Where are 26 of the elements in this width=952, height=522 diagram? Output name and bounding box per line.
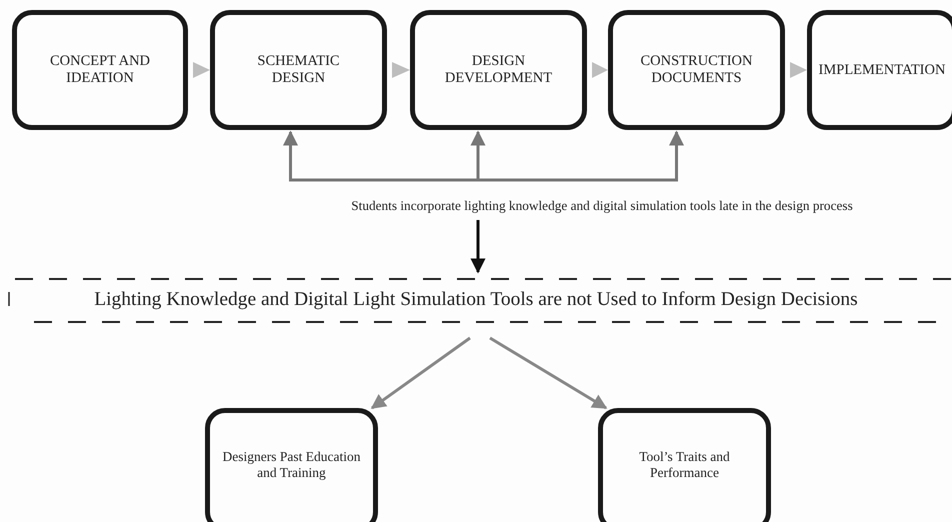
statement-text: Lighting Knowledge and Digital Light Simulation Tools are not Used to Inform Design Decisions bbox=[94, 288, 858, 312]
process-box bbox=[807, 10, 952, 130]
process-box bbox=[12, 10, 188, 130]
note-text: Students incorporate lighting knowledge and digital simulation tools late in the design process bbox=[351, 198, 853, 214]
arrow bbox=[478, 130, 684, 182]
arrow bbox=[470, 220, 486, 274]
box-label: Tool’s Traits and Performance bbox=[638, 449, 731, 481]
process-box bbox=[608, 10, 785, 130]
box-label: CONCEPT AND IDEATION bbox=[48, 53, 152, 87]
arrow bbox=[283, 130, 478, 182]
process-box bbox=[598, 408, 771, 522]
box-label: SCHEMATIC DESIGN bbox=[256, 53, 341, 87]
box-label: IMPLEMENTATION bbox=[818, 62, 946, 78]
chevron-arrow bbox=[790, 62, 807, 78]
chevron-arrow bbox=[193, 62, 210, 78]
process-box bbox=[410, 10, 587, 130]
chevron-arrow bbox=[392, 62, 410, 78]
box-label: CONSTRUCTION DOCUMENTS bbox=[640, 53, 754, 87]
arrow bbox=[489, 336, 608, 410]
arrow bbox=[370, 336, 471, 410]
box-label: Designers Past Education and Training bbox=[222, 449, 362, 481]
process-box bbox=[210, 10, 387, 130]
arrow bbox=[470, 130, 486, 180]
box-label: DESIGN DEVELOPMENT bbox=[444, 53, 554, 87]
chevron-arrow bbox=[592, 62, 608, 78]
process-box bbox=[205, 408, 378, 522]
